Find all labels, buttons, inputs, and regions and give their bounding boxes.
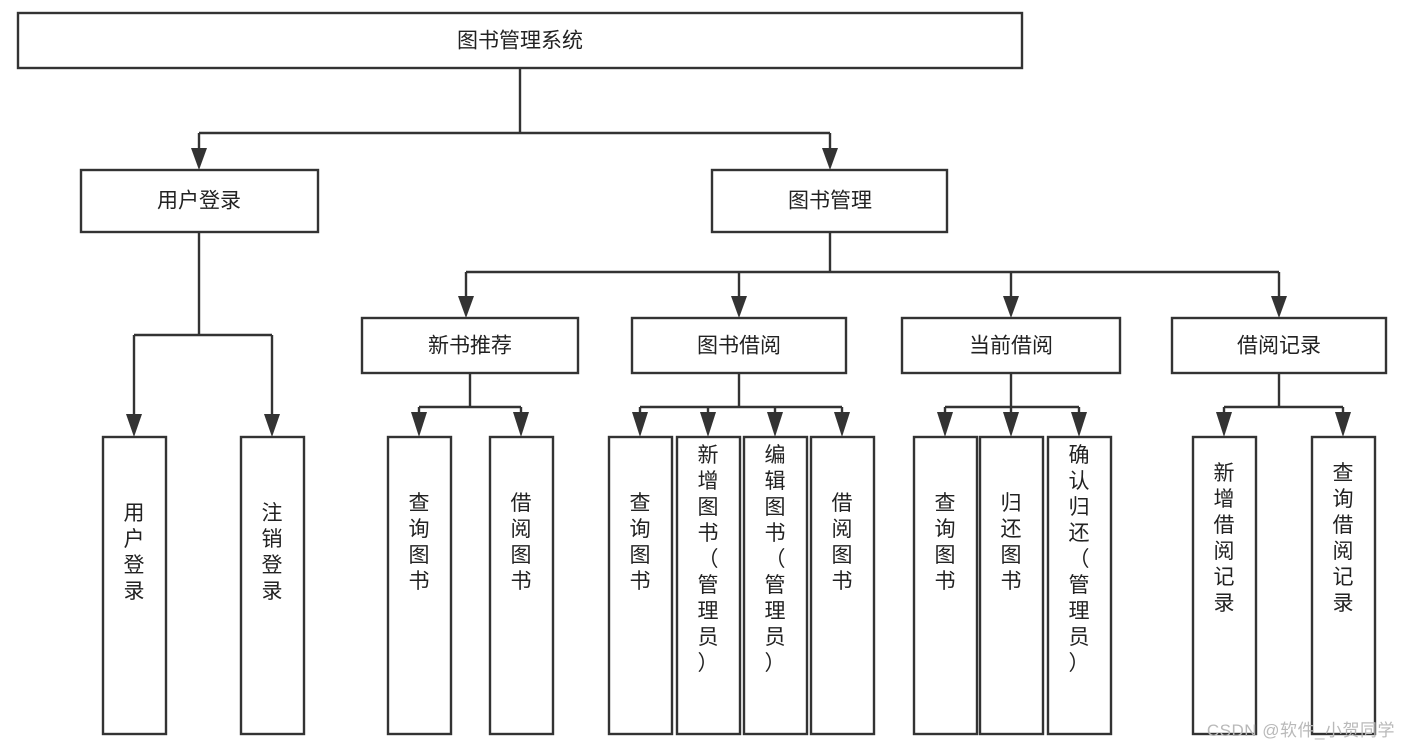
node-book-management[interactable]: 图书管理 (710, 168, 949, 234)
arrow-borrow-leaf-4-icon (834, 412, 850, 437)
leaf-current-borrow-2-label: 归还图书 (1001, 492, 1022, 593)
node-new-book-recommend-box[interactable] (360, 316, 580, 375)
node-borrow-record[interactable]: 借阅记录 (1170, 316, 1388, 375)
node-book-borrow-label: 图书借阅 (697, 335, 781, 358)
node-current-borrow-label: 当前借阅 (969, 335, 1053, 358)
leaf-new-book-2[interactable]: 借阅图书 (488, 435, 555, 736)
arrow-root-to-mgmt-icon (822, 148, 838, 170)
node-new-book-recommend[interactable]: 新书推荐 (360, 316, 580, 375)
node-book-management-label: 图书管理 (788, 190, 872, 213)
arrow-current-leaf-1-icon (937, 412, 953, 437)
leaf-current-borrow-3[interactable]: 确认归还（管理员） (1046, 435, 1113, 736)
leaf-current-borrow-1-label: 查询图书 (935, 492, 956, 593)
leaf-borrow-record-2-label: 查询借阅记录 (1333, 462, 1354, 615)
leaf-user-login-1-label: 用户登录 (124, 502, 145, 603)
leaf-current-borrow-3-label: 确认归还（管理员） (1069, 444, 1090, 675)
node-borrow-record-label: 借阅记录 (1237, 335, 1321, 358)
leaf-current-borrow-2-box[interactable] (978, 435, 1045, 736)
arrow-user-leaf-2-icon (264, 414, 280, 437)
leaf-new-book-2-box[interactable] (488, 435, 555, 736)
leaf-borrow-record-1[interactable]: 新增借阅记录 (1191, 435, 1258, 736)
node-current-borrow[interactable]: 当前借阅 (900, 316, 1122, 375)
arrow-root-to-user-icon (191, 148, 207, 170)
leaf-book-borrow-3[interactable]: 编辑图书（管理员） (742, 435, 809, 736)
leaf-book-borrow-2-box[interactable] (675, 435, 742, 736)
arrow-newbook-leaf-1-icon (411, 412, 427, 437)
node-root[interactable]: 图书管理系统 (16, 11, 1024, 70)
leaf-user-login-1-box[interactable] (101, 435, 168, 736)
leaf-book-borrow-4-label: 借阅图书 (832, 492, 853, 593)
node-user-login-label: 用户登录 (157, 190, 241, 213)
leaf-book-borrow-2-label: 新增图书（管理员） (698, 444, 719, 675)
leaf-book-borrow-3-box[interactable] (742, 435, 809, 736)
arrow-current-leaf-2-icon (1003, 412, 1019, 437)
arrow-record-leaf-1-icon (1216, 412, 1232, 437)
leaf-book-borrow-3-label: 编辑图书（管理员） (765, 444, 786, 675)
node-user-login[interactable]: 用户登录 (79, 168, 320, 234)
node-book-borrow[interactable]: 图书借阅 (630, 316, 848, 375)
arrow-borrow-leaf-2-icon (700, 412, 716, 437)
leaf-user-login-1[interactable]: 用户登录 (101, 435, 168, 736)
leaf-book-borrow-1-label: 查询图书 (630, 492, 651, 593)
leaf-borrow-record-1-label: 新增借阅记录 (1214, 462, 1235, 615)
leaf-new-book-1[interactable]: 查询图书 (386, 435, 453, 736)
arrow-record-leaf-2-icon (1335, 412, 1351, 437)
leaf-current-borrow-2[interactable]: 归还图书 (978, 435, 1045, 736)
leaf-user-login-2[interactable]: 注销登录 (239, 435, 306, 736)
leaf-new-book-2-label: 借阅图书 (511, 492, 532, 593)
arrow-mgmt-l3-1-icon (458, 296, 474, 318)
arrow-newbook-leaf-2-icon (513, 412, 529, 437)
connector-layer (126, 68, 1351, 437)
leaf-user-login-2-label: 注销登录 (262, 502, 283, 603)
leaf-user-login-2-box[interactable] (239, 435, 306, 736)
arrow-current-leaf-3-icon (1071, 412, 1087, 437)
node-current-borrow-box[interactable] (900, 316, 1122, 375)
leaf-book-borrow-1[interactable]: 查询图书 (607, 435, 674, 736)
leaf-current-borrow-3-box[interactable] (1046, 435, 1113, 736)
leaf-new-book-1-box[interactable] (386, 435, 453, 736)
arrow-user-leaf-1-icon (126, 414, 142, 437)
leaf-current-borrow-1-box[interactable] (912, 435, 979, 736)
arrow-borrow-leaf-3-icon (767, 412, 783, 437)
node-new-book-recommend-label: 新书推荐 (428, 335, 512, 358)
arrow-mgmt-l3-4-icon (1271, 296, 1287, 318)
node-user-login-box[interactable] (79, 168, 320, 234)
leaf-book-borrow-1-box[interactable] (607, 435, 674, 736)
node-root-label: 图书管理系统 (457, 30, 583, 53)
leaf-new-book-1-label: 查询图书 (409, 492, 430, 593)
leaf-book-borrow-4[interactable]: 借阅图书 (809, 435, 876, 736)
node-root-box[interactable] (16, 11, 1024, 70)
arrow-mgmt-l3-3-icon (1003, 296, 1019, 318)
leaf-book-borrow-4-box[interactable] (809, 435, 876, 736)
arrow-mgmt-l3-2-icon (731, 296, 747, 318)
leaf-borrow-record-2-box[interactable] (1310, 435, 1377, 736)
leaf-current-borrow-1[interactable]: 查询图书 (912, 435, 979, 736)
leaf-borrow-record-2[interactable]: 查询借阅记录 (1310, 435, 1377, 736)
arrow-borrow-leaf-1-icon (632, 412, 648, 437)
leaf-borrow-record-1-box[interactable] (1191, 435, 1258, 736)
leaf-book-borrow-2[interactable]: 新增图书（管理员） (675, 435, 742, 736)
node-borrow-record-box[interactable] (1170, 316, 1388, 375)
node-book-management-box[interactable] (710, 168, 949, 234)
node-book-borrow-box[interactable] (630, 316, 848, 375)
